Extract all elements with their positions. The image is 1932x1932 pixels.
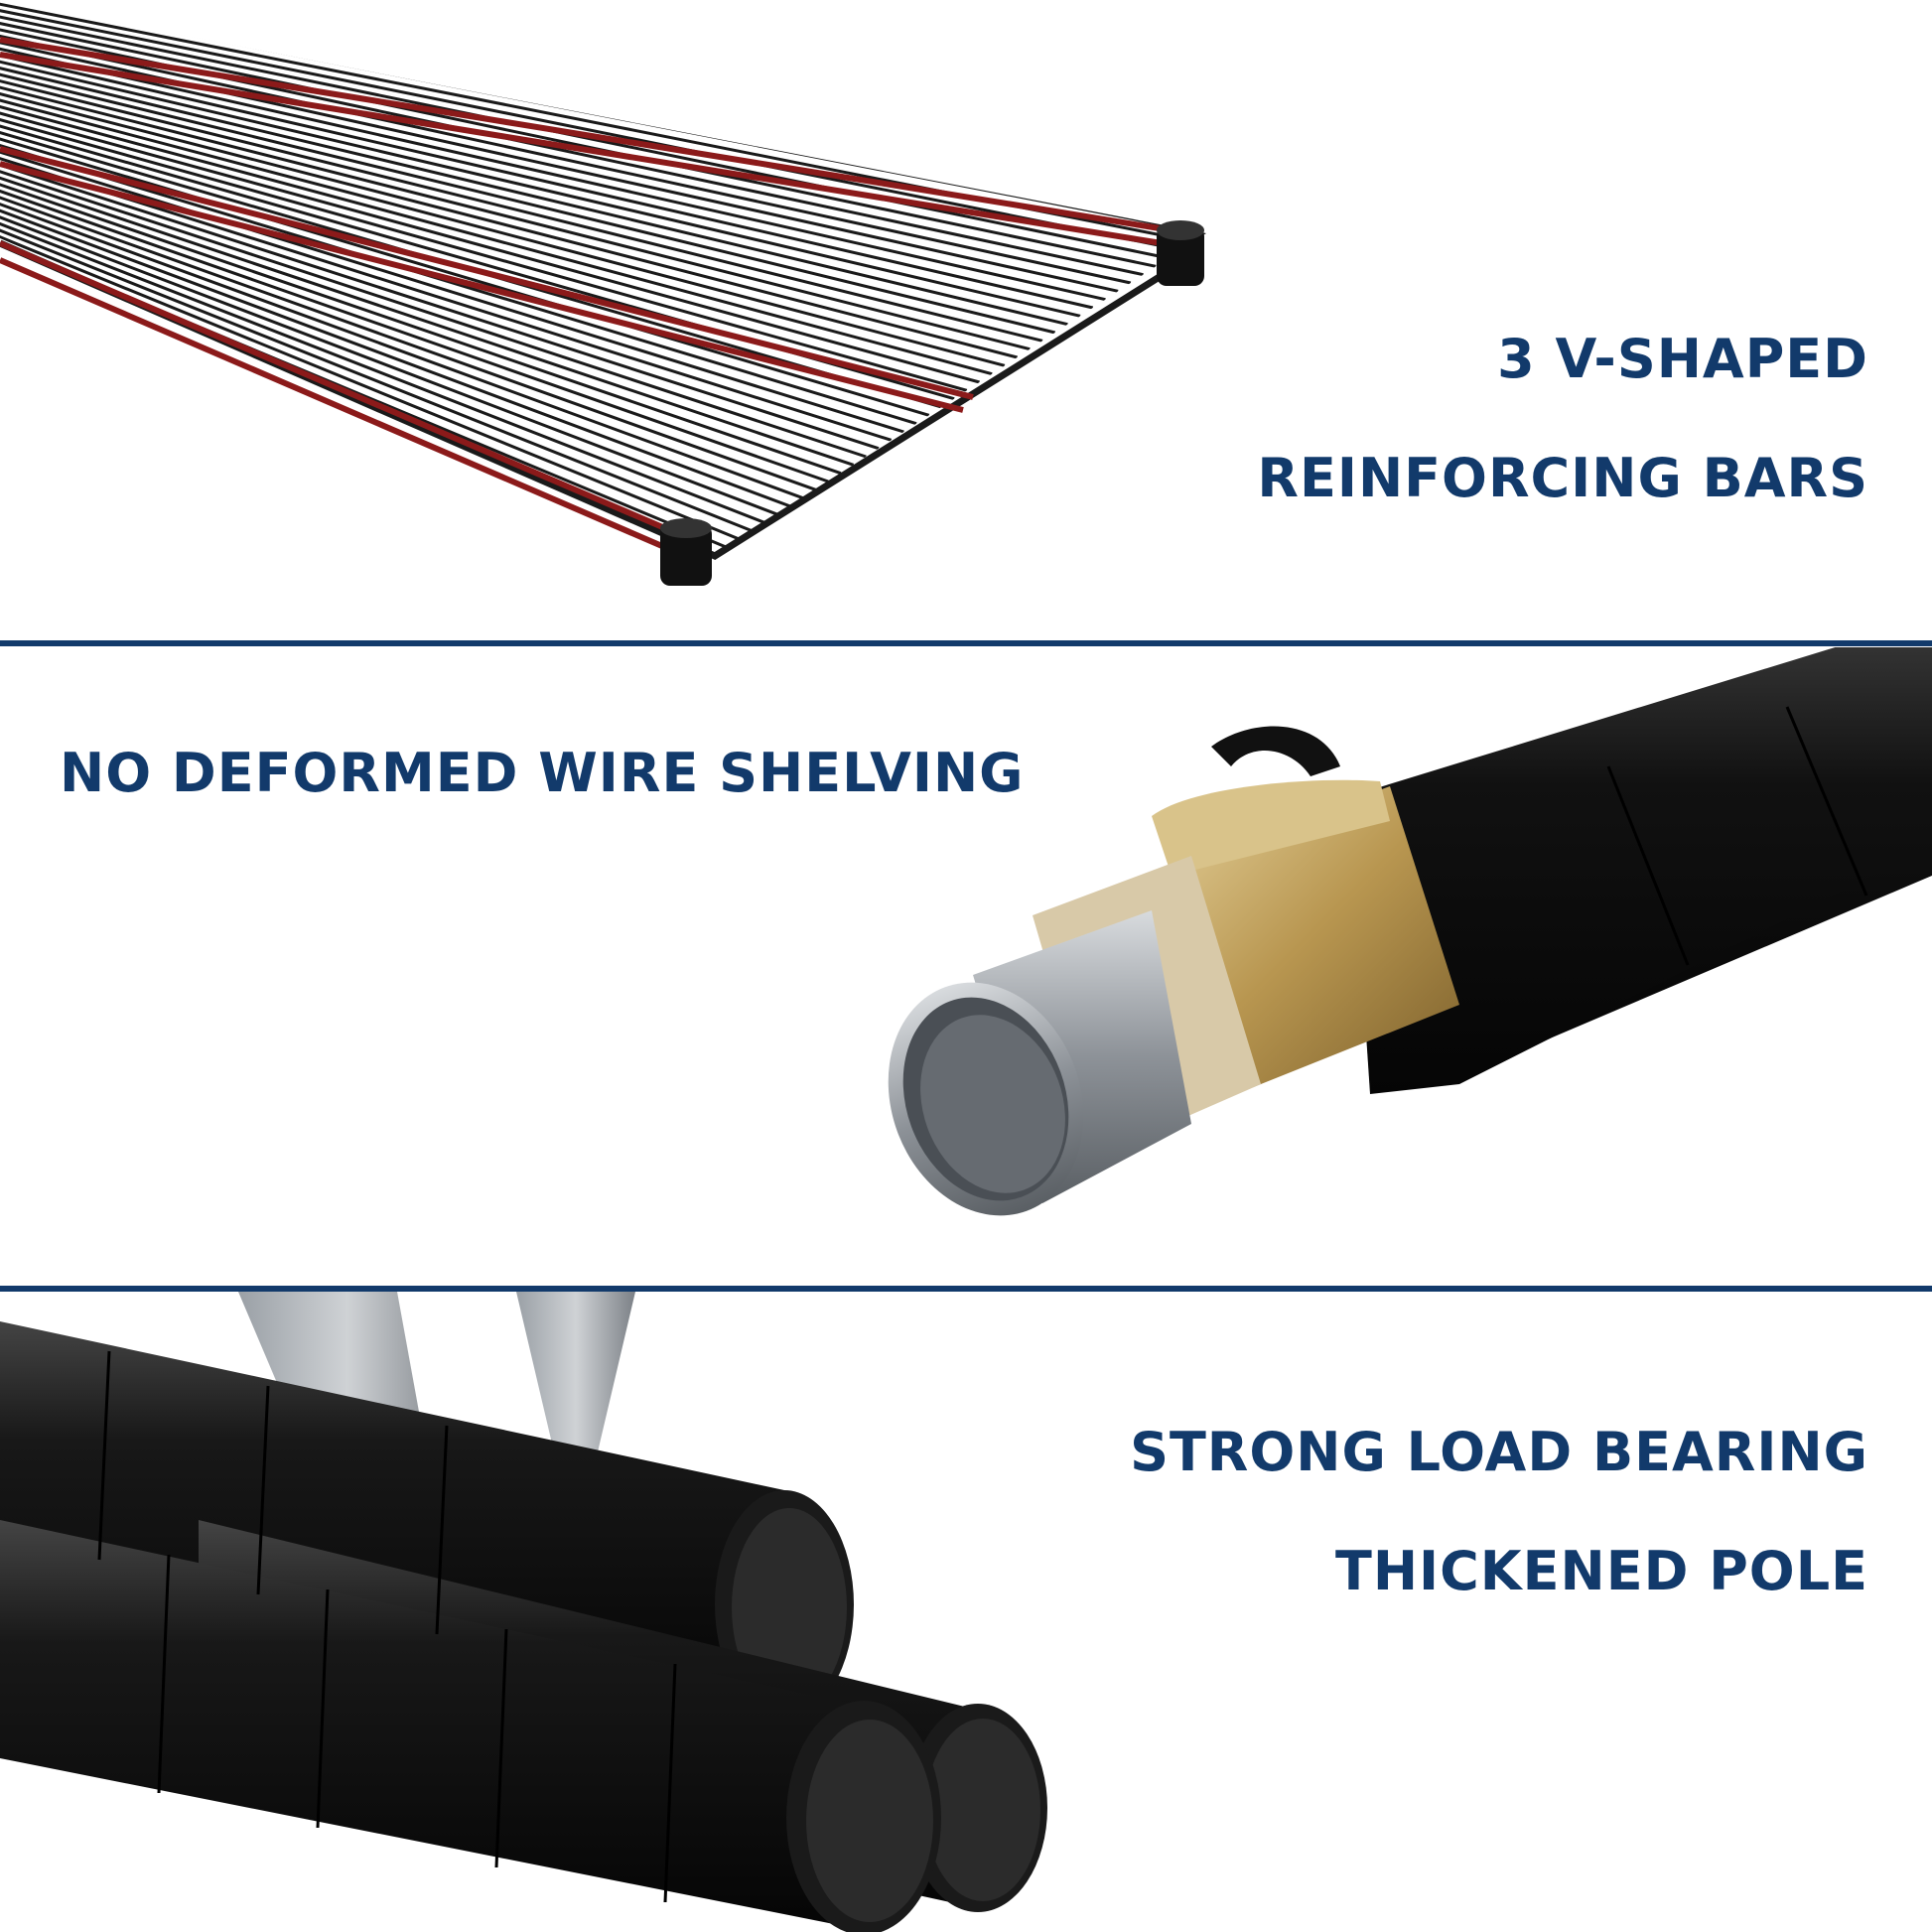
pole-clip-tab (1211, 726, 1340, 776)
wire-shelf-illustration (0, 0, 1206, 586)
shelf-wire (0, 150, 880, 451)
shelf-wire (0, 38, 1106, 302)
shelf-wire (0, 163, 855, 467)
shelf-wire (0, 94, 993, 376)
caption-line-1: STRONG LOAD BEARING (1130, 1421, 1868, 1483)
shelf-wire (0, 138, 904, 434)
shelf-wire (0, 57, 1068, 327)
shelf-wire (0, 182, 817, 491)
section-divider (0, 1286, 1932, 1292)
shelf-wire (0, 201, 778, 516)
shelf-wire (0, 75, 1031, 351)
shelf-wire (0, 194, 791, 508)
caption-line-1: 3 V-SHAPED (1497, 328, 1868, 390)
shelf-wire (0, 69, 1043, 343)
shelf-corner-sleeves (660, 220, 1204, 586)
shelf-wire (0, 106, 968, 392)
shelf-wire (0, 100, 980, 384)
shelf-wire (0, 45, 1094, 310)
caption-line-1: NO DEFORMED WIRE SHELVING (60, 742, 1025, 804)
shelf-wire (0, 88, 1006, 367)
shelf-wire (0, 169, 842, 476)
shelf-wire (0, 81, 1018, 359)
shelf-bracket (516, 1292, 635, 1460)
shelf-wire (0, 125, 930, 417)
shelf-wire (0, 13, 1157, 268)
pole-bottom (0, 1520, 874, 1932)
caption-line-2: REINFORCING BARS (1257, 447, 1868, 509)
section-divider (0, 640, 1932, 646)
shelf-wire (0, 176, 829, 483)
panel-thickened-pole: STRONG LOAD BEARING THICKENED POLE (0, 1292, 1932, 1932)
shelf-wire (0, 26, 1132, 285)
pole-seams (97, 1350, 677, 1903)
panel-reinforcing-bars: 3 V-SHAPED REINFORCING BARS (0, 0, 1932, 640)
shelf-wire (0, 212, 754, 533)
shelf-wire (0, 219, 741, 541)
shelf-wire (0, 51, 1081, 318)
reinforcing-bars (0, 37, 1173, 559)
panel-no-deformed-shelving: NO DEFORMED WIRE SHELVING (0, 647, 1932, 1285)
shelf-wire (0, 0, 1206, 235)
stacked-poles-illustration (0, 1292, 1047, 1932)
pole-layers-illustration (888, 647, 1932, 1216)
shelf-wire (0, 157, 867, 459)
caption-line-2: THICKENED POLE (1335, 1540, 1868, 1602)
shelf-wire (0, 1, 1181, 252)
shelf-wire (0, 63, 1056, 335)
shelf-wire (0, 207, 766, 525)
shelf-wire (0, 188, 804, 500)
